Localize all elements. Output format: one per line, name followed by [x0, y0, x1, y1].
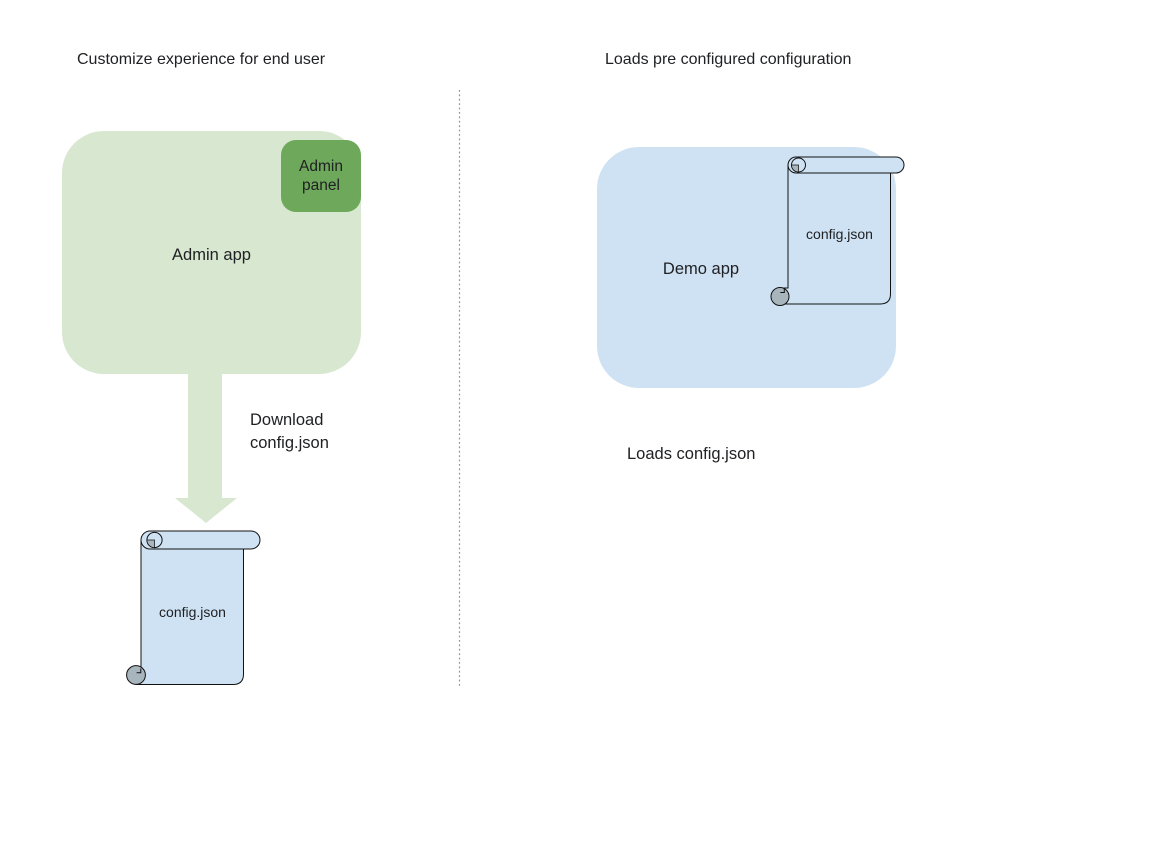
admin-panel-box: Admin panel	[281, 140, 361, 212]
config-scroll-icon-right	[770, 156, 905, 306]
demo-app-label: Demo app	[662, 260, 740, 278]
download-arrow-icon	[175, 373, 237, 523]
loads-config-caption: Loads config.json	[627, 445, 756, 463]
config-scroll-icon-left	[126, 530, 261, 685]
section-divider-line	[458, 90, 461, 688]
right-section-title: Loads pre configured configuration	[605, 51, 852, 68]
config-file-label-right: config.json	[806, 226, 873, 242]
left-section-title: Customize experience for end user	[77, 51, 326, 68]
admin-app-label: Admin app	[172, 246, 251, 264]
config-file-label-left: config.json	[159, 604, 226, 620]
admin-panel-label: Admin panel	[299, 158, 343, 194]
download-config-label: Download config.json	[250, 411, 329, 452]
